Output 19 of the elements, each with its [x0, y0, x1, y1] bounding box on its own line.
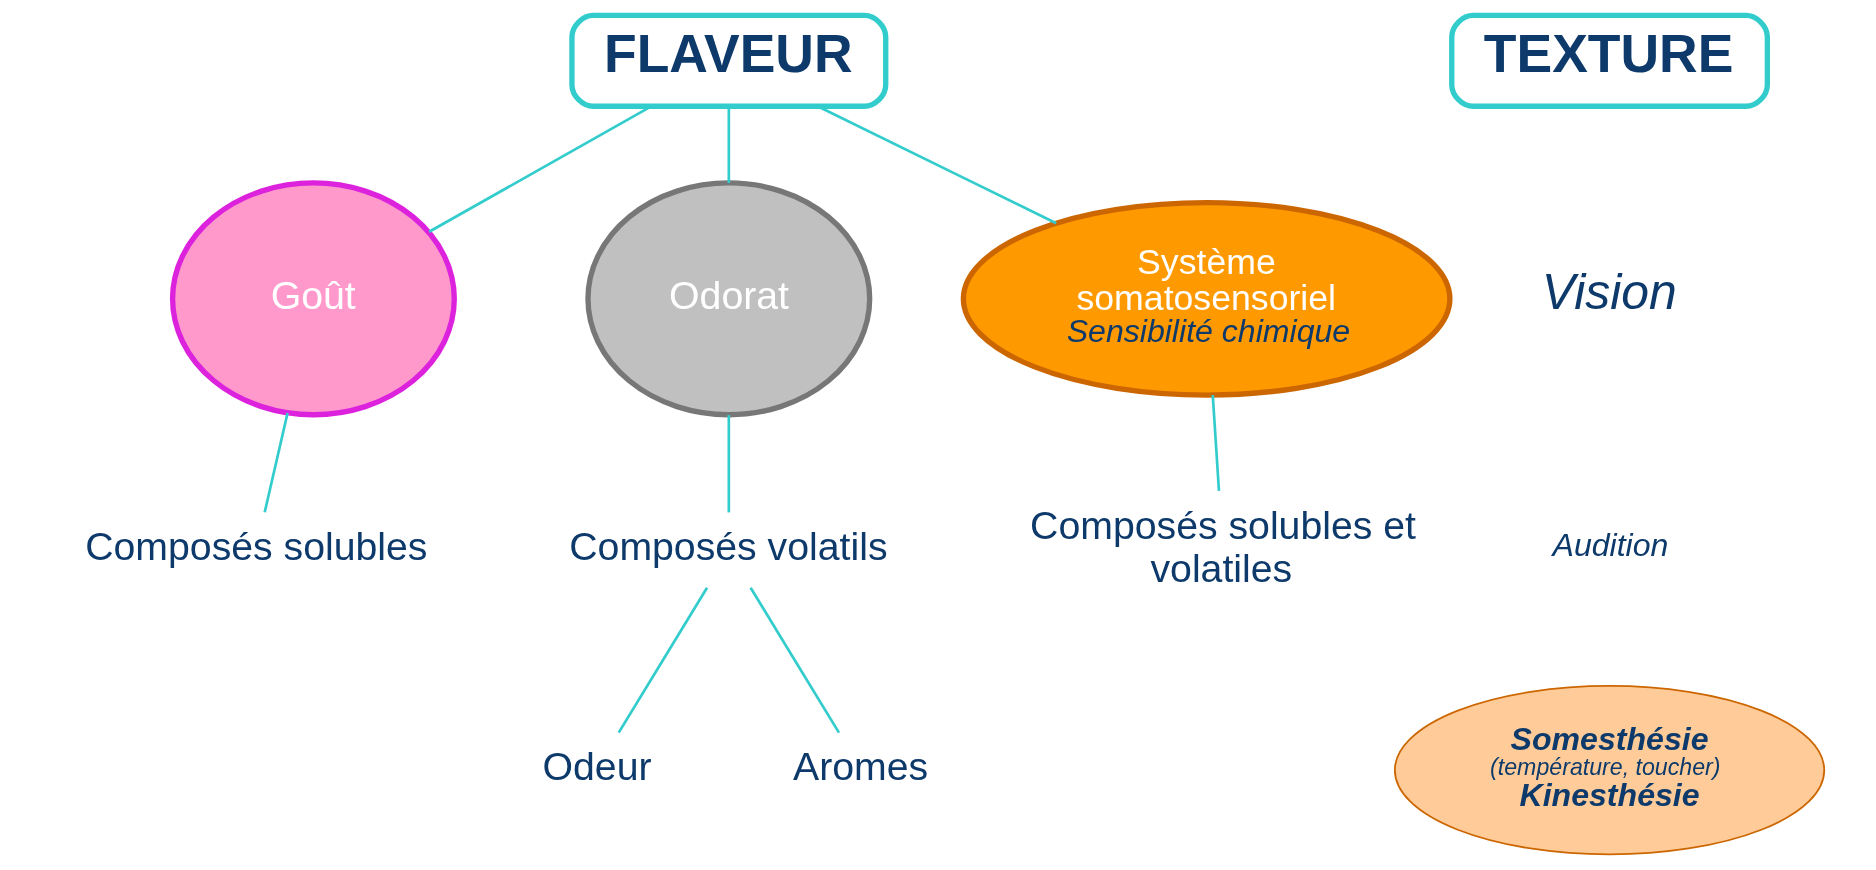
node-ellipse: Système somatosensoriel Sensibilité chimique — [960, 199, 1453, 398]
node-text: Composés volatils — [568, 524, 887, 569]
node-text: Composés solubles — [84, 524, 427, 569]
node-ellipse: Goût — [169, 180, 457, 418]
connector — [748, 587, 840, 734]
node-box: TEXTURE — [1448, 12, 1770, 109]
connector — [262, 412, 289, 513]
node-text: Composés solubles et volatiles — [1029, 502, 1416, 590]
connector — [617, 587, 708, 734]
node-ellipse: Somesthésie (température, toucher) Kinesthésie — [1393, 685, 1825, 856]
connector — [727, 106, 730, 183]
connector — [727, 415, 730, 513]
node-text: Aromes — [792, 744, 928, 789]
label: Vision — [1541, 264, 1677, 321]
node-text: Odeur — [542, 744, 652, 789]
node-box: FLAVEUR — [568, 12, 888, 109]
connector — [1210, 394, 1220, 491]
label: Audition — [1552, 527, 1668, 564]
node-ellipse: Odorat — [584, 180, 872, 418]
